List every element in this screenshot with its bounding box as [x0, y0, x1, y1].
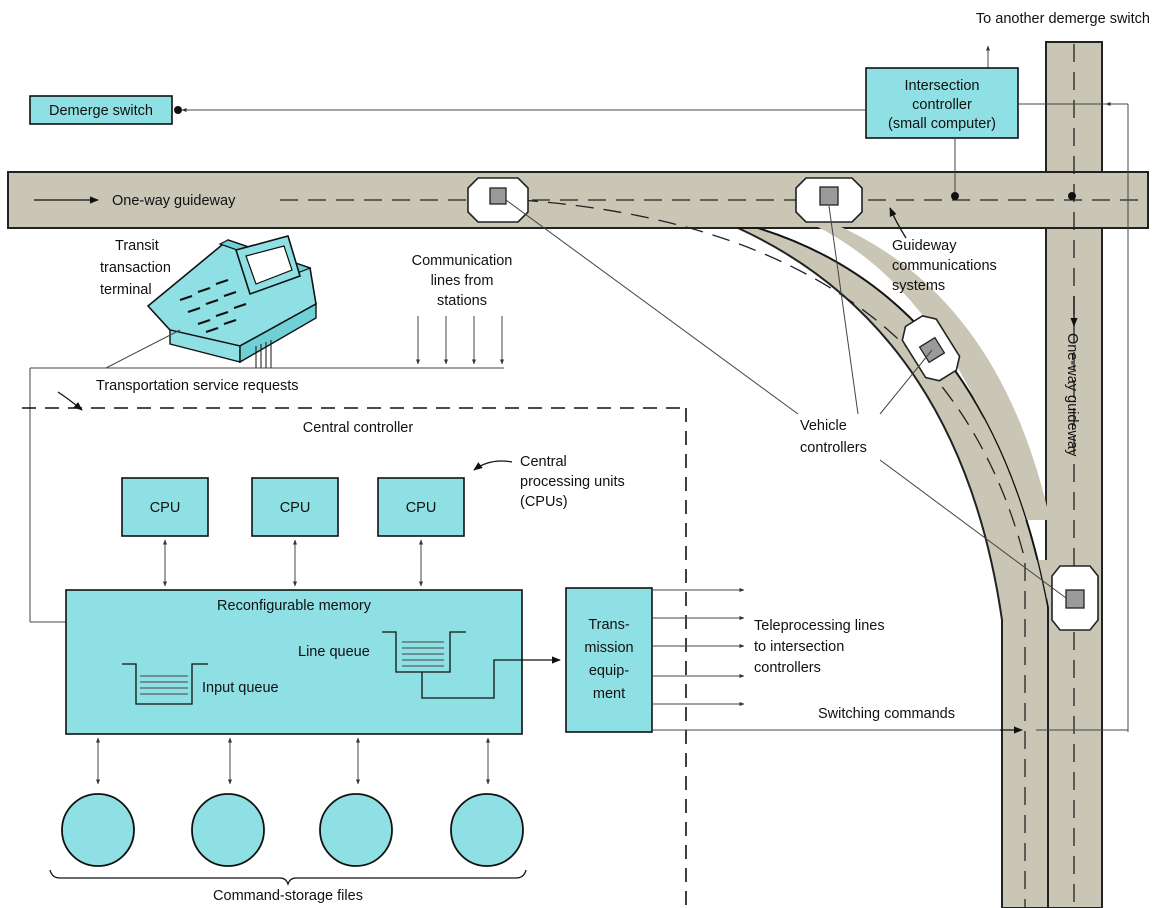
teleprocessing-arrows	[652, 588, 745, 706]
label-one-way-guideway-v: One-way guideway	[1064, 333, 1080, 457]
comm-line-arrows	[416, 316, 504, 365]
label-transmission-2: mission	[584, 640, 633, 656]
intersection-controller-box	[865, 67, 1019, 139]
vehicle-controller-leaders	[505, 199, 1067, 599]
label-to-another-demerge: To another demerge switch	[976, 11, 1150, 27]
vehicle-2	[795, 177, 863, 223]
label-line-queue: Line queue	[298, 644, 370, 660]
label-cpus-1: Central	[520, 454, 567, 470]
label-cpus-3: (CPUs)	[520, 494, 568, 510]
label-transmission-1: Trans-	[588, 617, 630, 633]
cpu-1-label: CPU	[150, 500, 181, 516]
storage-disk-2	[191, 793, 265, 867]
central-controller-boundary	[22, 407, 687, 908]
intersection-controller-label-2: controller	[912, 97, 972, 113]
cpu-3-label: CPU	[406, 500, 437, 516]
label-cpus-2: processing units	[520, 474, 625, 490]
label-guideway-comm-3: systems	[892, 278, 945, 294]
curved-guideway	[737, 227, 1049, 908]
label-transport-requests: Transportation service requests	[96, 378, 299, 394]
intersection-controller-label-3: (small computer)	[888, 116, 996, 132]
intersection-controller-label-1: Intersection	[905, 78, 980, 94]
line-queue-icon	[382, 631, 466, 673]
label-central-controller: Central controller	[303, 420, 414, 436]
label-reconfigurable-memory: Reconfigurable memory	[217, 598, 372, 614]
cpu-1-box	[121, 477, 209, 537]
cpu-2-box	[251, 477, 339, 537]
label-transmission-3: equip-	[589, 663, 629, 679]
label-switching-commands: Switching commands	[818, 706, 955, 722]
label-transit-terminal-2: transaction	[100, 260, 171, 276]
label-teleprocessing-2: to intersection	[754, 639, 844, 655]
transmission-equipment-box	[565, 587, 653, 733]
label-input-queue: Input queue	[202, 680, 279, 696]
label-transmission-4: ment	[593, 686, 625, 702]
storage-disk-3	[319, 793, 393, 867]
label-transit-terminal-3: terminal	[100, 282, 152, 298]
label-guideway-comm-1: Guideway	[892, 238, 957, 254]
demerge-switch-label: Demerge switch	[49, 103, 153, 119]
label-command-storage: Command-storage files	[213, 888, 363, 904]
cpu-2-label: CPU	[280, 500, 311, 516]
label-vehicle-controllers-2: controllers	[800, 440, 867, 456]
storage-disk-1	[61, 793, 135, 867]
input-queue-icon	[122, 663, 208, 705]
label-vehicle-controllers-1: Vehicle	[800, 418, 847, 434]
label-comm-lines-1: Communication	[412, 253, 513, 269]
reconfigurable-memory-box	[65, 589, 523, 735]
label-transit-terminal-1: Transit	[115, 238, 159, 254]
cpu-3-box	[377, 477, 465, 537]
label-comm-lines-3: stations	[437, 293, 487, 309]
vehicle-1	[467, 177, 529, 223]
label-guideway-comm-2: communications	[892, 258, 997, 274]
label-one-way-guideway-h: One-way guideway	[112, 193, 236, 209]
label-teleprocessing-3: controllers	[754, 660, 821, 676]
demerge-switch-box	[29, 95, 173, 125]
vehicle-4	[1051, 565, 1099, 631]
guideway-network	[7, 41, 1149, 908]
label-teleprocessing-1: Teleprocessing lines	[754, 618, 885, 634]
label-comm-lines-2: lines from	[431, 273, 494, 289]
storage-disk-4	[450, 793, 524, 867]
transit-terminal-icon	[146, 235, 317, 368]
